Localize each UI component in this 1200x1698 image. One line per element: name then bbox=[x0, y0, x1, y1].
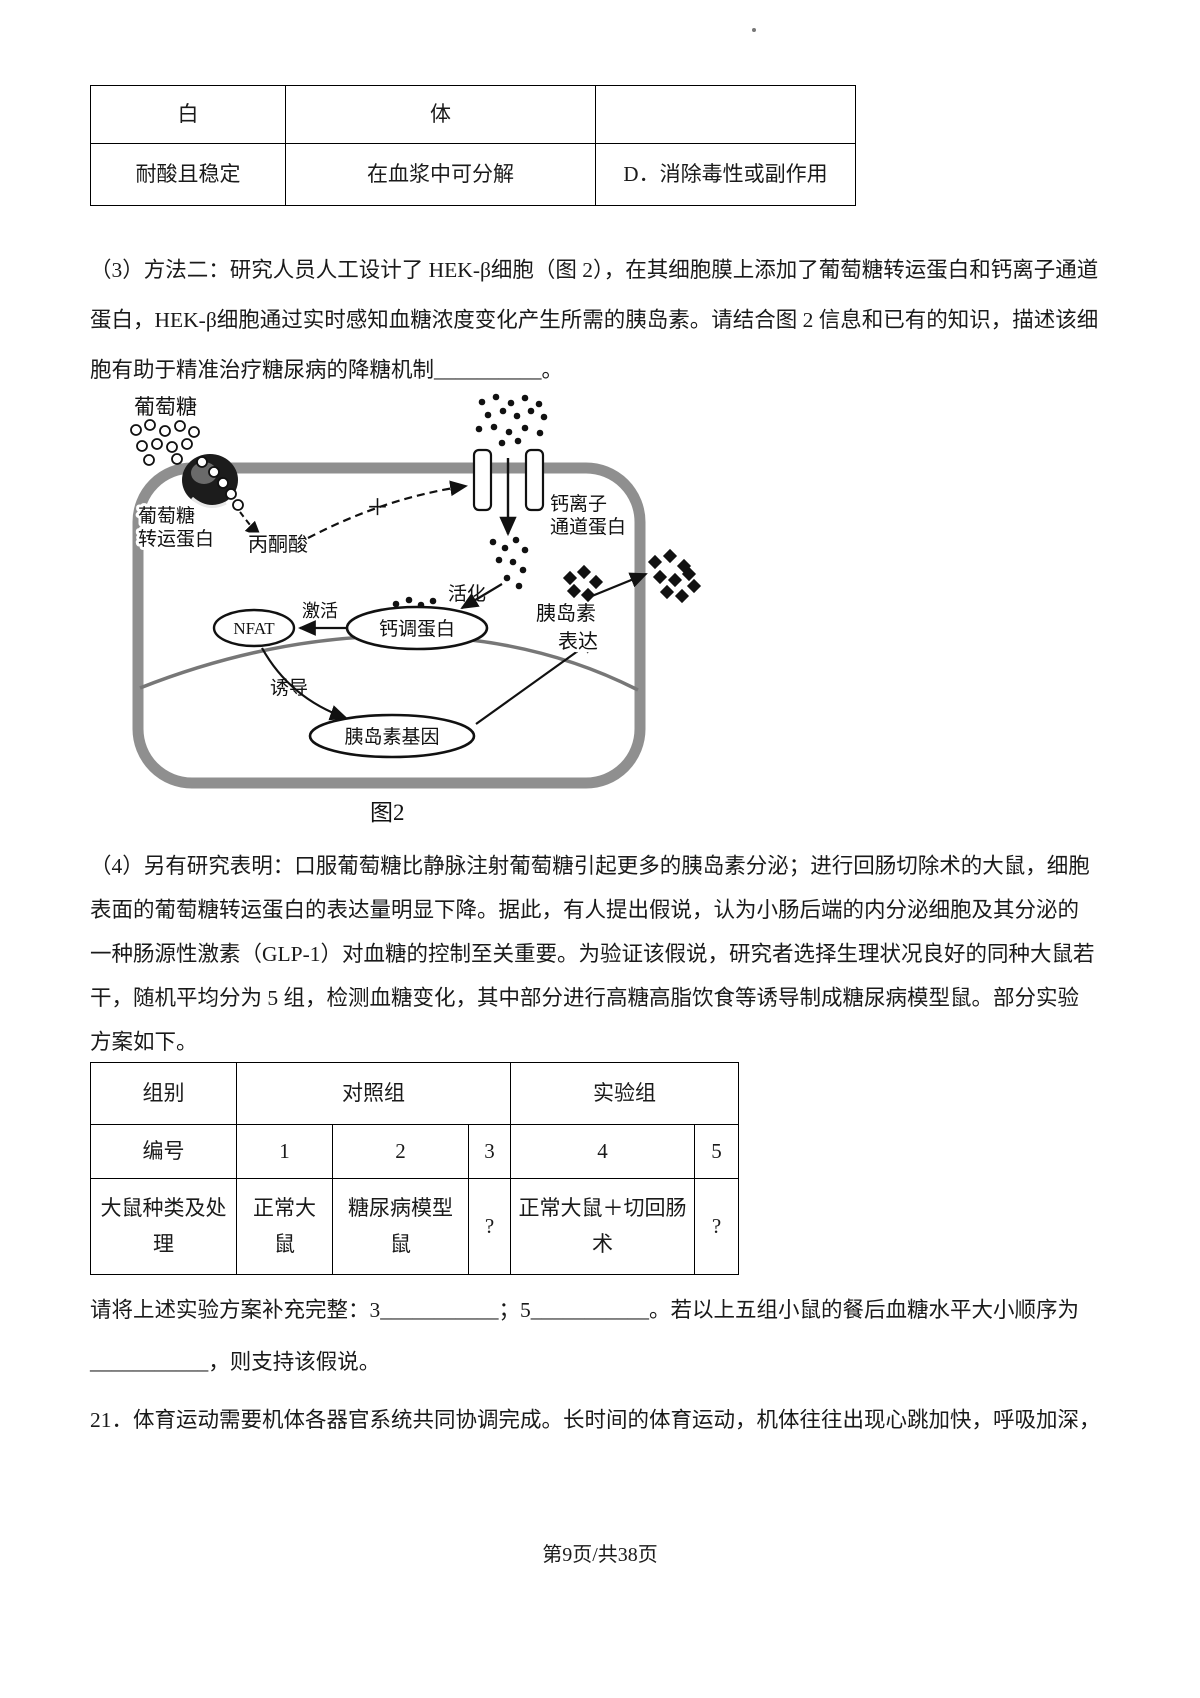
table-row: 大鼠种类及处理 正常大鼠 糖尿病模型鼠 ? 正常大鼠＋切回肠术 ? bbox=[90, 1178, 740, 1275]
text-line: 表面的葡萄糖转运蛋白的表达量明显下降。据此，有人提出假说，认为小肠后端的内分泌细… bbox=[90, 898, 1080, 922]
channel-label-line1: 钙离子 bbox=[550, 493, 607, 515]
question-3-paragraph: （3）方法二：研究人员人工设计了 HEK-β细胞（图 2），在其细胞膜上添加了葡… bbox=[90, 245, 1120, 395]
text-line: 干，随机平均分为 5 组，检测血糖变化，其中部分进行高糖高脂饮食等诱导制成糖尿病… bbox=[90, 986, 1080, 1010]
table-row: 白 体 bbox=[90, 85, 856, 144]
text-line: （3）方法二：研究人员人工设计了 HEK-β细胞（图 2），在其细胞膜上添加了葡… bbox=[90, 258, 1099, 282]
text-line: （4）另有研究表明：口服葡萄糖比静脉注射葡萄糖引起更多的胰岛素分泌；进行回肠切除… bbox=[90, 854, 1090, 878]
table-cell: 3 bbox=[467, 1124, 512, 1179]
activation-label: 活化 bbox=[448, 583, 486, 605]
transporter-label-line2: 转运蛋白 bbox=[138, 528, 214, 550]
insulin-secretion-arrow bbox=[591, 572, 648, 598]
text-line: 方案如下。 bbox=[90, 1030, 198, 1054]
table-row: 耐酸且稳定 在血浆中可分解 D．消除毒性或副作用 bbox=[90, 143, 856, 206]
text-line: 蛋白，HEK-β细胞通过实时感知血糖浓度变化产生所需的胰岛素。请结合图 2 信息… bbox=[90, 308, 1099, 332]
table-cell-control: 对照组 bbox=[235, 1062, 512, 1125]
glucose-entering-icon bbox=[196, 456, 244, 511]
text-line: 胞有助于精准治疗糖尿病的降糖机制__________。 bbox=[90, 358, 564, 382]
calcium-channel-icon bbox=[472, 448, 545, 512]
calcium-ions-cytosol-icon bbox=[489, 536, 529, 590]
transporter-label-line1: 葡萄糖 bbox=[138, 505, 195, 527]
induce-arrow bbox=[261, 647, 348, 721]
activation-arrow bbox=[460, 583, 503, 610]
question-4-paragraph: （4）另有研究表明：口服葡萄糖比静脉注射葡萄糖引起更多的胰岛素分泌；进行回肠切除… bbox=[90, 844, 1120, 1064]
table-cell: ? bbox=[467, 1178, 512, 1275]
table-cell: ? bbox=[694, 1178, 740, 1275]
insulin-gene-oval bbox=[308, 713, 476, 759]
calcium-ions-icon bbox=[475, 393, 548, 447]
table-cell bbox=[595, 85, 856, 144]
channel-label-line2: 通道蛋白 bbox=[550, 516, 626, 538]
glucose-label: 葡萄糖 bbox=[134, 395, 197, 419]
activate-label: 激活 bbox=[302, 601, 338, 621]
table-cell-experimental: 实验组 bbox=[510, 1062, 740, 1125]
gene-to-expression-arrow bbox=[475, 636, 598, 725]
nfat-oval bbox=[212, 608, 296, 648]
plus-sign: ＋ bbox=[366, 495, 389, 520]
table-row: 编号 1 2 3 4 5 bbox=[90, 1124, 740, 1179]
cell-membrane bbox=[132, 462, 646, 789]
page-number-footer: 第9页/共38页 bbox=[542, 1544, 658, 1566]
table-cell: 体 bbox=[285, 85, 596, 144]
table-cell: 正常大鼠＋切回肠术 bbox=[510, 1178, 696, 1275]
transporter-to-pyruvate-arrow bbox=[239, 511, 262, 538]
insulin-label-line1: 胰岛素 bbox=[536, 602, 596, 625]
table-cell-group: 组别 bbox=[90, 1062, 237, 1125]
glucose-molecules-icon bbox=[130, 419, 200, 466]
table-cell: 在血浆中可分解 bbox=[285, 143, 596, 206]
fill-in-paragraph: 请将上述实验方案补充完整：3___________；5___________。若… bbox=[90, 1284, 1120, 1388]
table-cell: 4 bbox=[510, 1124, 696, 1179]
text-line: 请将上述实验方案补充完整：3___________；5___________。若… bbox=[90, 1298, 1080, 1322]
top-continuation-table: 白 体 耐酸且稳定 在血浆中可分解 D．消除毒性或副作用 bbox=[90, 85, 856, 206]
table-cell: 糖尿病模型鼠 bbox=[332, 1178, 469, 1275]
calmodulin-label: 钙调蛋白 bbox=[379, 618, 455, 640]
table-cell: 大鼠种类及处理 bbox=[90, 1178, 237, 1275]
stray-mark bbox=[752, 28, 756, 32]
insulin-gene-label: 胰岛素基因 bbox=[344, 726, 439, 748]
text-line: 21．体育运动需要机体各器官系统共同协调完成。长时间的体育运动，机体往往出现心跳… bbox=[90, 1408, 1101, 1432]
table-row: 组别 对照组 实验组 bbox=[90, 1062, 740, 1125]
table-cell: 1 bbox=[236, 1124, 333, 1179]
experiment-design-table: 组别 对照组 实验组 编号 1 2 3 4 5 大鼠种类及处理 正常大鼠 糖尿病… bbox=[90, 1062, 740, 1275]
table-cell: 2 bbox=[332, 1124, 469, 1179]
insulin-label-line2: 表达 bbox=[558, 630, 598, 653]
table-cell: 5 bbox=[694, 1124, 740, 1179]
table-cell: 白 bbox=[90, 85, 286, 144]
table-cell: 耐酸且稳定 bbox=[90, 143, 286, 206]
table-cell: D．消除毒性或副作用 bbox=[595, 143, 856, 206]
table-cell: 正常大鼠 bbox=[236, 1178, 333, 1275]
text-line: ___________，则支持该假说。 bbox=[90, 1350, 381, 1374]
question-21-paragraph: 21．体育运动需要机体各器官系统共同协调完成。长时间的体育运动，机体往往出现心跳… bbox=[90, 1398, 1120, 1442]
nfat-label: NFAT bbox=[233, 619, 275, 638]
figure-2-diagram: 葡萄糖 葡萄糖 转运蛋白 丙酮酸 ＋ bbox=[130, 393, 702, 825]
pyruvate-label: 丙酮酸 bbox=[248, 533, 308, 556]
insulin-molecules-icon bbox=[562, 548, 702, 604]
text-line: 一种肠源性激素（GLP-1）对血糖的控制至关重要。为验证该假说，研究者选择生理状… bbox=[90, 942, 1095, 966]
calmodulin-oval bbox=[345, 605, 489, 651]
figure-2-caption: 图2 bbox=[370, 800, 405, 825]
pyruvate-to-channel-arrow bbox=[307, 480, 468, 539]
table-cell: 编号 bbox=[90, 1124, 237, 1179]
induce-label: 诱导 bbox=[270, 677, 308, 699]
